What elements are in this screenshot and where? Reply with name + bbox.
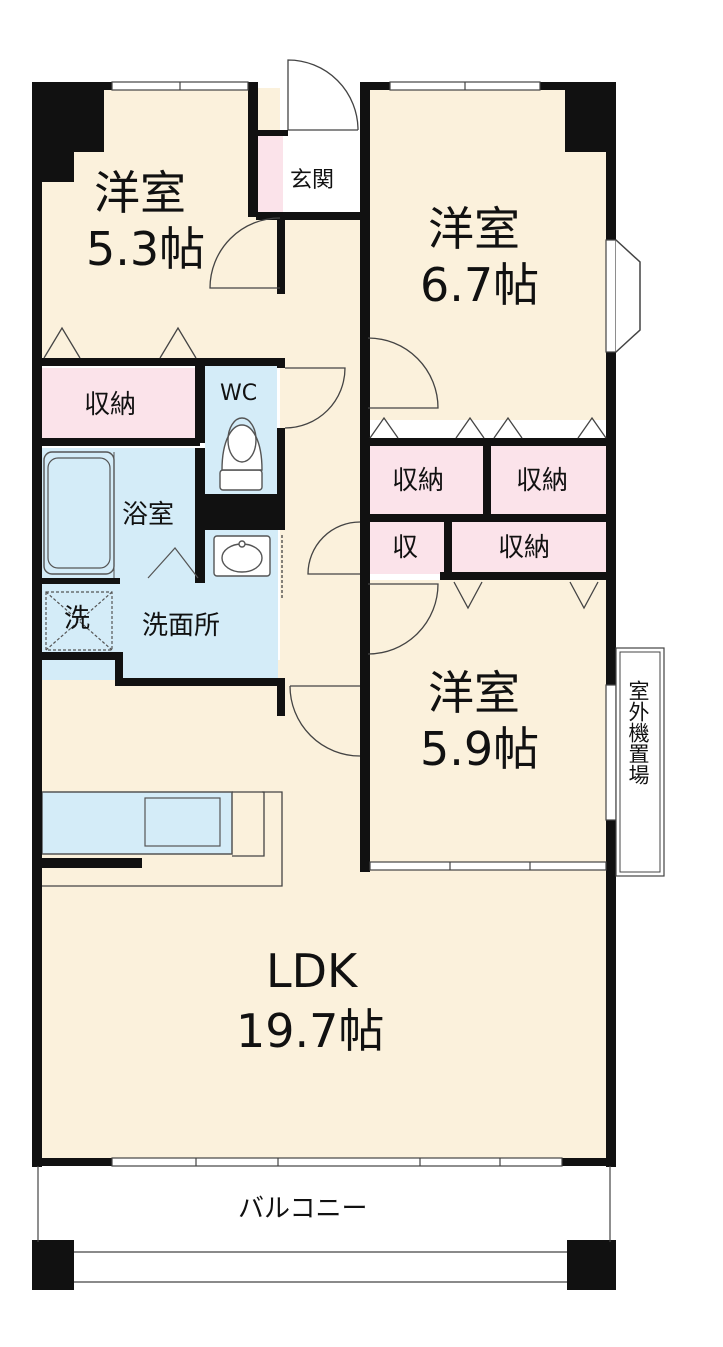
wall — [483, 438, 491, 518]
room-size-western-2: 6.7帖 — [420, 258, 540, 312]
wall — [115, 652, 123, 686]
storage-mid-2 — [490, 445, 608, 515]
storage-areas — [40, 134, 608, 574]
window — [605, 239, 617, 353]
wall — [277, 212, 285, 294]
room-name-ldk: LDK — [266, 944, 358, 998]
door — [289, 685, 361, 757]
windows — [111, 81, 617, 1167]
label-washroom: 洗面所 — [142, 611, 221, 641]
toilet-fixture — [219, 417, 263, 491]
window — [369, 861, 607, 871]
column — [32, 82, 74, 182]
column — [565, 82, 616, 152]
storage-lower — [452, 522, 608, 574]
wall — [440, 572, 608, 580]
storage-entrance — [255, 134, 283, 214]
column — [32, 1240, 74, 1290]
label-entrance: 玄関 — [290, 168, 335, 193]
label-storage-small: 収 — [392, 533, 419, 563]
wall — [195, 358, 205, 443]
wall — [42, 858, 142, 868]
room-floors — [40, 88, 608, 1160]
wall — [444, 514, 452, 576]
wall — [256, 130, 288, 136]
door — [209, 217, 281, 289]
balcony-area — [37, 1166, 611, 1283]
doors — [42, 59, 439, 887]
label-bath: 浴室 — [122, 500, 175, 530]
bay-window — [615, 239, 641, 353]
entrance-floor — [284, 134, 360, 214]
label-storage-lower: 収納 — [498, 533, 551, 563]
entrance-door — [287, 59, 359, 131]
ldk-floor — [40, 660, 608, 1160]
label-balcony: バルコニー — [238, 1194, 368, 1224]
outdoor-unit-area — [615, 647, 665, 877]
label-laundry: 洗 — [64, 604, 91, 634]
label-outdoor-unit: 室外機置場 — [626, 680, 650, 785]
wall — [115, 678, 285, 686]
room-size-ldk: 19.7帖 — [236, 1004, 385, 1058]
wall — [40, 652, 118, 660]
washing-machine-space — [45, 591, 113, 651]
room-size-western-1: 5.3帖 — [86, 222, 206, 276]
wall — [40, 578, 120, 584]
wall — [277, 678, 285, 716]
label-storage-mid-1: 収納 — [392, 466, 445, 496]
closet-markers — [43, 326, 607, 610]
door — [367, 337, 439, 409]
wall — [368, 514, 608, 522]
corridor-floor — [280, 220, 362, 700]
room-size-western-3: 5.9帖 — [420, 722, 540, 776]
door — [284, 367, 346, 429]
wall — [195, 448, 205, 583]
wall — [40, 358, 280, 366]
room-name-western-1: 洋室 — [94, 166, 186, 220]
bathtub — [43, 451, 115, 575]
wall — [248, 82, 258, 217]
storage-mid-1 — [368, 445, 483, 515]
door — [307, 521, 361, 575]
window — [111, 1157, 563, 1167]
wall — [606, 82, 616, 1167]
storage-small — [368, 522, 444, 574]
wall — [200, 494, 285, 530]
window — [605, 684, 617, 821]
wall — [40, 438, 200, 446]
column — [567, 1240, 616, 1290]
wash-basin — [213, 535, 271, 577]
door — [367, 583, 439, 655]
storage-left — [40, 368, 195, 438]
wall — [256, 212, 366, 220]
room-name-western-3: 洋室 — [428, 666, 520, 720]
wall — [277, 358, 285, 368]
label-storage-mid-2: 収納 — [516, 466, 569, 496]
label-storage-left: 収納 — [84, 390, 137, 420]
wall — [32, 82, 42, 1167]
label-toilet: WC — [220, 381, 258, 406]
room-name-western-2: 洋室 — [428, 202, 520, 256]
kitchen-sink — [144, 797, 221, 847]
wall — [277, 428, 285, 498]
wall — [360, 82, 370, 872]
